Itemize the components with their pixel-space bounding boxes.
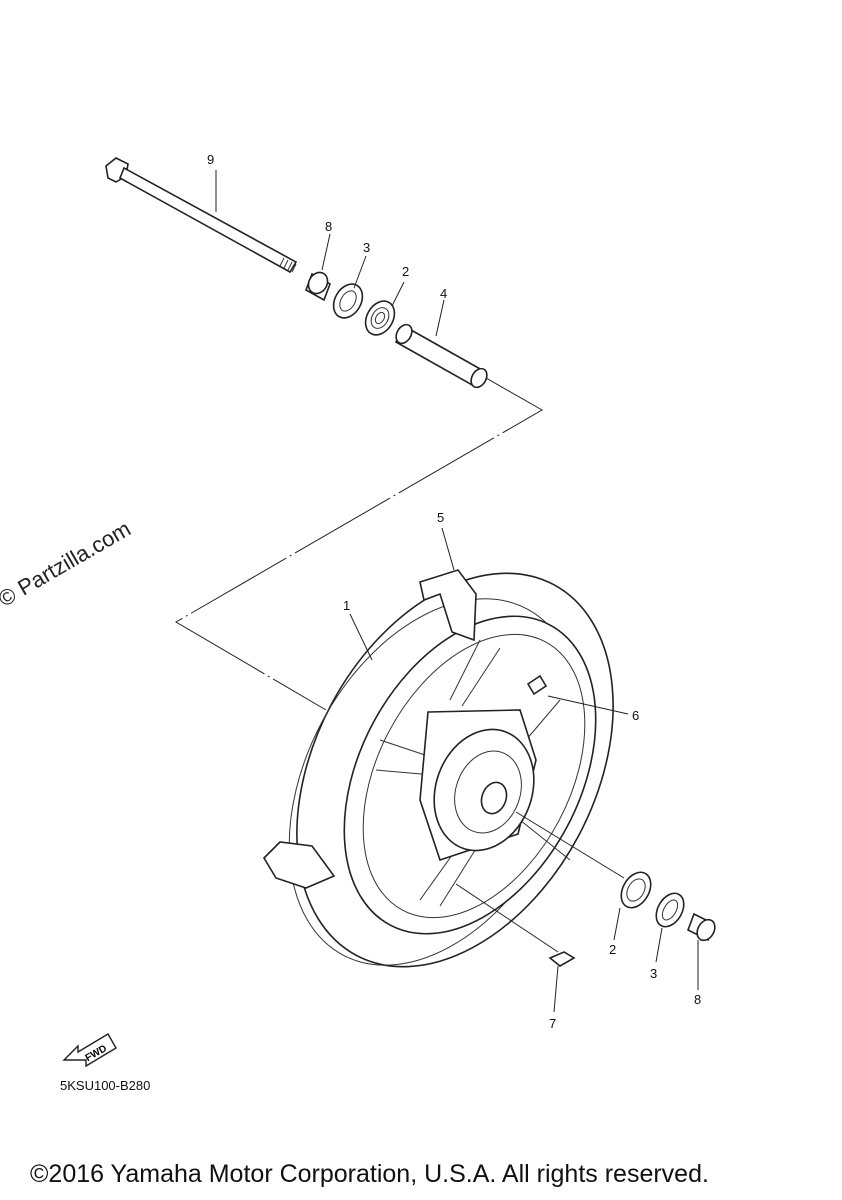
part-spacer-bottom[interactable] [686,912,718,944]
copyright-notice: ©2016 Yamaha Motor Corporation, U.S.A. A… [30,1160,709,1188]
part-oil-seal-bottom[interactable] [651,888,690,931]
callout-3-top: 3 [363,240,370,255]
part-bearing-bottom[interactable] [615,867,657,913]
callout-9-top: 9 [207,152,214,167]
callout-2-top: 2 [402,264,409,279]
callout-7: 7 [549,1016,556,1031]
callout-4: 4 [440,286,447,301]
callout-labels: 9 8 3 2 4 5 1 6 2 3 8 7 [207,152,701,1031]
fwd-arrow-icon: FWD [62,1033,117,1068]
callout-5: 5 [437,510,444,525]
part-bearing-top[interactable] [360,296,401,340]
part-spacer-tube[interactable] [393,322,490,390]
part-spacer-top[interactable] [305,269,332,302]
callout-1: 1 [343,598,350,613]
callout-3-bottom: 3 [650,966,657,981]
part-wheel-assembly[interactable] [230,519,677,1021]
assembly-guide-lines [175,377,544,711]
callout-8-top: 8 [325,219,332,234]
part-balance-weight[interactable] [548,951,576,967]
part-axle[interactable] [105,157,298,274]
part-oil-seal-top[interactable] [328,279,369,323]
diagram-code: 5KSU100-B280 [60,1078,151,1093]
leader-lines [215,170,699,1013]
callout-2-bottom: 2 [609,942,616,957]
callout-6: 6 [632,708,639,723]
callout-8-bottom: 8 [694,992,701,1007]
